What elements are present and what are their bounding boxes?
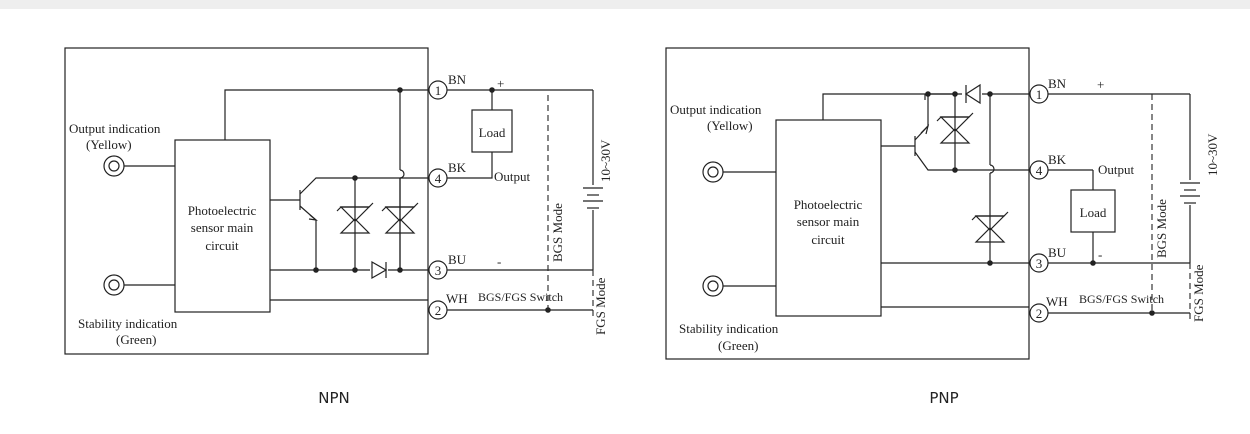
pnp-bn-label: BN <box>1048 76 1067 91</box>
pnp-fgs-mode-label: FGS Mode <box>1191 264 1206 322</box>
svg-text:3: 3 <box>1036 256 1043 271</box>
npn-output-color-label: (Yellow) <box>86 137 132 152</box>
pnp-bgs-mode-label: BGS Mode <box>1154 199 1169 258</box>
npn-diagram: Output indication (Yellow) Stability ind… <box>64 47 613 407</box>
pnp-load-box <box>1070 189 1116 233</box>
pnp-zener-diode-icon <box>936 112 974 144</box>
npn-terminal-3: 3 <box>428 260 448 280</box>
npn-external-wiring <box>447 89 594 320</box>
npn-minus-label: - <box>497 254 501 269</box>
pnp-wh-label: WH <box>1046 294 1068 309</box>
pnp-output-label: Output <box>1098 162 1135 177</box>
npn-zener-diode-icon <box>381 202 419 234</box>
pnp-sensor-housing <box>665 47 1030 360</box>
pnp-main-circuit-box <box>775 119 882 317</box>
pnp-zener-diode-icon <box>971 211 1009 243</box>
npn-terminal-2: 2 <box>428 300 448 320</box>
npn-wh-label: WH <box>446 291 468 306</box>
top-header-bar <box>0 0 1250 9</box>
npn-circuit-label-line3: circuit <box>205 238 239 253</box>
svg-text:3: 3 <box>435 263 442 278</box>
npn-switch-label: BGS/FGS Switch <box>478 290 563 304</box>
pnp-power-supply-icon <box>1180 182 1200 204</box>
pnp-stability-indication-label: Stability indication <box>679 321 779 336</box>
pnp-output-indication-label: Output indication <box>670 102 762 117</box>
pnp-stability-color-label: (Green) <box>718 338 758 353</box>
pnp-diode-icon <box>962 83 982 105</box>
npn-internal-wiring <box>224 89 428 301</box>
svg-text:1: 1 <box>435 83 442 98</box>
pnp-terminal-3: 3 <box>1029 253 1049 273</box>
pnp-external-wiring <box>1048 93 1191 320</box>
npn-bgs-mode-label: BGS Mode <box>550 203 565 262</box>
npn-power-supply-icon <box>583 187 603 209</box>
pnp-caption: PNP <box>929 389 958 407</box>
pnp-terminal-1: 1 <box>1029 84 1049 104</box>
svg-text:2: 2 <box>1036 306 1043 321</box>
npn-sensor-housing <box>64 47 429 355</box>
npn-voltage-label: 10~30V <box>598 139 613 182</box>
npn-plus-label: + <box>497 76 504 91</box>
npn-bk-label: BK <box>448 160 467 175</box>
npn-output-indication-label: Output indication <box>69 121 161 136</box>
pnp-plus-label: + <box>1097 77 1104 92</box>
npn-caption: NPN <box>318 389 350 407</box>
npn-stability-indicator-icon <box>103 274 125 296</box>
npn-diode-icon <box>370 260 388 280</box>
svg-text:4: 4 <box>435 171 442 186</box>
npn-fgs-mode-label: FGS Mode <box>593 277 608 335</box>
pnp-circuit-label-line1: Photoelectric <box>794 197 863 212</box>
pnp-circuit-label-line2: sensor main <box>797 214 860 229</box>
svg-text:1: 1 <box>1036 87 1043 102</box>
npn-load-label: Load <box>479 125 506 140</box>
svg-text:2: 2 <box>435 303 442 318</box>
pnp-bk-label: BK <box>1048 152 1067 167</box>
npn-terminal-1: 1 <box>428 80 448 100</box>
npn-output-indicator-icon <box>103 155 125 177</box>
pnp-load-label: Load <box>1080 205 1107 220</box>
pnp-output-indicator-icon <box>702 161 724 183</box>
pnp-internal-wiring <box>822 93 1029 308</box>
npn-main-circuit-box <box>174 139 271 313</box>
pnp-switch-label: BGS/FGS Switch <box>1079 292 1164 306</box>
pnp-voltage-label: 10~30V <box>1205 133 1220 176</box>
npn-stability-color-label: (Green) <box>116 332 156 347</box>
npn-bn-label: BN <box>448 72 467 87</box>
npn-circuit-label-line2: sensor main <box>191 220 254 235</box>
npn-zener-diode-icon <box>336 202 374 234</box>
npn-load-box <box>471 109 513 153</box>
pnp-diagram: Output indication (Yellow) Stability ind… <box>665 47 1220 407</box>
pnp-terminal-4: 4 <box>1029 160 1049 180</box>
npn-stability-indication-label: Stability indication <box>78 316 178 331</box>
svg-text:4: 4 <box>1036 163 1043 178</box>
pnp-output-color-label: (Yellow) <box>707 118 753 133</box>
npn-output-label: Output <box>494 169 531 184</box>
npn-circuit-label-line1: Photoelectric <box>188 203 257 218</box>
pnp-bu-label: BU <box>1048 245 1067 260</box>
pnp-stability-indicator-icon <box>702 275 724 297</box>
npn-bu-label: BU <box>448 252 467 267</box>
pnp-circuit-label-line3: circuit <box>811 232 845 247</box>
pnp-minus-label: - <box>1098 247 1102 262</box>
npn-terminal-4: 4 <box>428 168 448 188</box>
